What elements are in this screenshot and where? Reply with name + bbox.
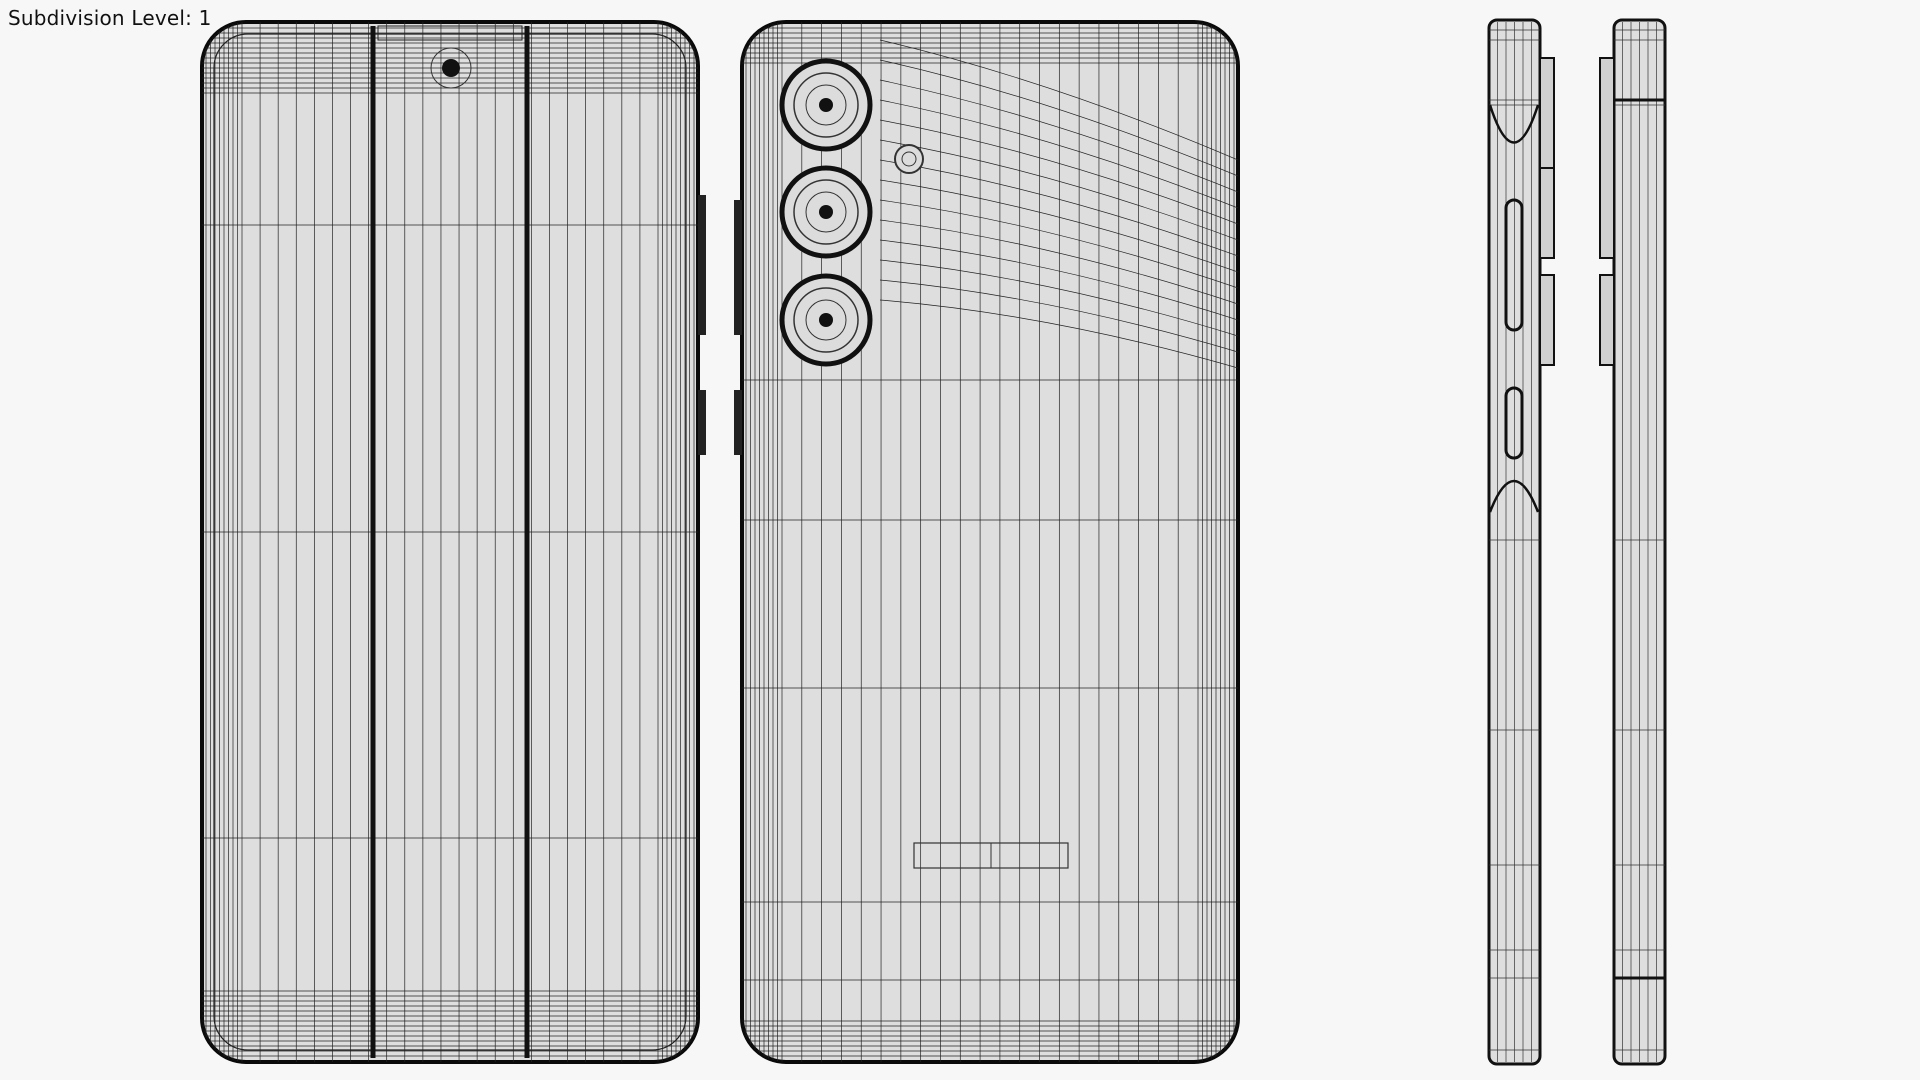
front-side-button-upper (698, 195, 706, 335)
mesh-curve (879, 59, 1238, 177)
side-a-button-volume-down (1539, 274, 1555, 366)
side-b-button-lower (1599, 274, 1615, 366)
front-bezel-inner (213, 33, 687, 1051)
camera-lens-2 (779, 165, 873, 259)
side-view-buttons[interactable] (1487, 18, 1555, 1066)
mesh-curve (879, 239, 1238, 321)
side-b-button-upper (1599, 57, 1615, 259)
flash-icon (894, 144, 924, 174)
side-b-wireframe (1614, 22, 1665, 1062)
mesh-curve (879, 299, 1238, 369)
subdivision-level-label: Subdivision Level: 1 (8, 6, 212, 30)
side-a-cutout-bottom (1488, 480, 1540, 513)
back-wireframe (742, 22, 1238, 1062)
front-camera-hole-icon (442, 59, 460, 77)
side-view-plain[interactable] (1599, 18, 1667, 1066)
mesh-curve (879, 159, 1238, 257)
side-a-slot-2 (1504, 386, 1524, 460)
mesh-curve (879, 179, 1238, 273)
mesh-curve (879, 279, 1238, 353)
front-camera-ring (430, 47, 472, 89)
front-notch-region (377, 25, 523, 41)
mesh-curve (879, 79, 1238, 193)
mesh-curve (879, 99, 1238, 209)
side-a-wireframe (1489, 22, 1540, 1062)
mesh-curve (879, 219, 1238, 305)
back-side-button-lower (734, 390, 742, 455)
side-a-slot-1 (1504, 198, 1524, 332)
front-view[interactable] (200, 20, 706, 1064)
front-body (200, 20, 700, 1064)
back-side-button-upper (734, 200, 742, 335)
mesh-curve (879, 139, 1238, 241)
side-a-button-power (1539, 57, 1555, 169)
back-view[interactable] (734, 20, 1240, 1064)
camera-lens-3 (779, 273, 873, 367)
mesh-curve (879, 199, 1238, 289)
mesh-curve (879, 259, 1238, 337)
camera-lens-1 (779, 58, 873, 152)
mesh-curve (879, 39, 1238, 161)
side-a-button-volume-up (1539, 167, 1555, 259)
front-wireframe (202, 22, 698, 1062)
front-side-button-lower (698, 390, 706, 455)
mesh-curve (879, 119, 1238, 225)
side-a-cutout-top (1488, 104, 1540, 144)
back-body (740, 20, 1240, 1064)
